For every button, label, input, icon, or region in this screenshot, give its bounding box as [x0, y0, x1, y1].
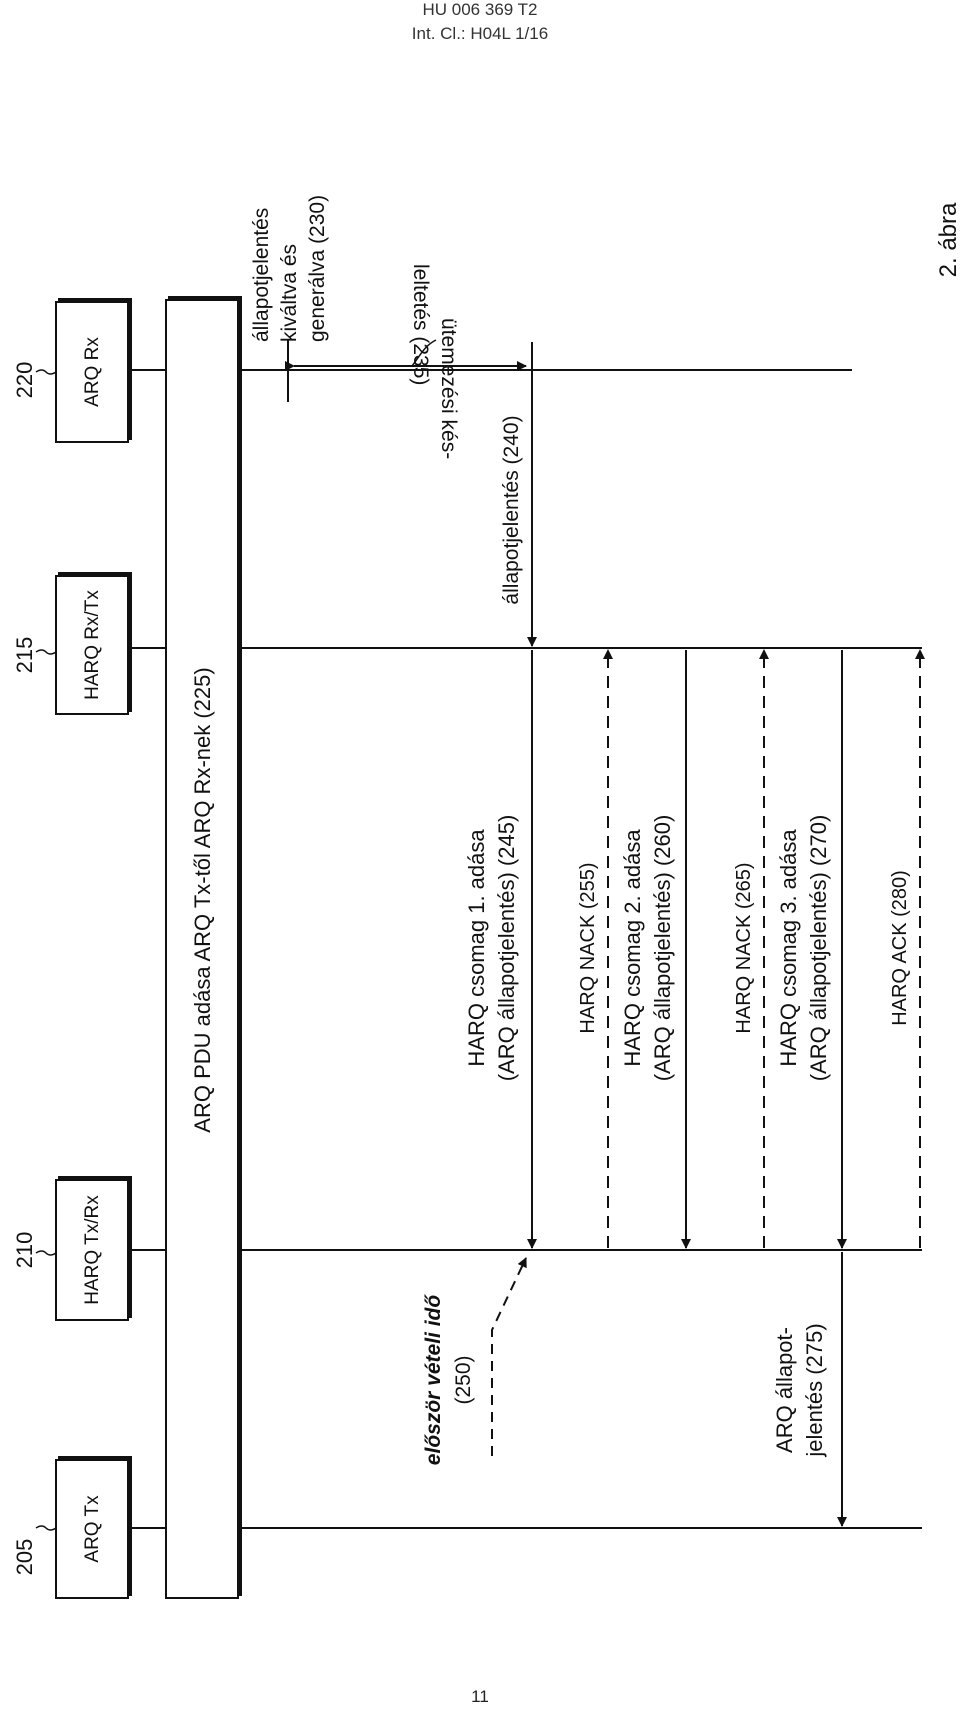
label-270-line2: (ARQ állapotjelentés) (270) — [806, 815, 831, 1082]
entity-label-harq-tx-rx: HARQ Tx/Rx — [82, 1195, 103, 1305]
pdu-bar: ARQ PDU adása ARQ Tx-től ARQ Rx-nek (225… — [165, 296, 242, 1599]
leader-210 — [35, 1250, 57, 1256]
label-270-line1: HARQ csomag 3. adása — [776, 829, 801, 1067]
first-reception-line1: először vételi idő — [422, 1294, 445, 1466]
entity-label-harq-rx-tx: HARQ Rx/Tx — [82, 590, 103, 700]
label-265: HARQ NACK (265) — [733, 862, 755, 1033]
scheduling-delay-line2: leltetés (235) — [409, 264, 432, 385]
entity-ref-210: 210 — [12, 1232, 37, 1269]
entity-ref-205: 205 — [12, 1539, 37, 1576]
label-280: HARQ ACK (280) — [889, 870, 911, 1026]
first-reception-line2: (250) — [452, 1355, 475, 1404]
page-number: 11 — [471, 1687, 489, 1706]
trigger-label-line3: generálva (230) — [306, 195, 329, 342]
pdu-bar-label: ARQ PDU adása ARQ Tx-től ARQ Rx-nek (225… — [190, 667, 215, 1132]
label-275-line1: ARQ állapot- — [772, 1327, 797, 1453]
scheduling-delay-leader — [411, 339, 437, 367]
classification: Int. Cl.: H04L 1/16 — [411, 24, 549, 43]
entity-box-arq-tx: ARQ Tx — [55, 1456, 132, 1599]
leader-220 — [35, 369, 57, 375]
leader-205 — [35, 1525, 57, 1531]
document-number: HU 006 369 T2 — [422, 0, 538, 19]
entity-box-arq-rx: ARQ Rx — [55, 298, 132, 443]
entity-label-arq-tx: ARQ Tx — [82, 1495, 103, 1563]
label-255: HARQ NACK (255) — [577, 862, 599, 1033]
trigger-label-line2: kiváltva és — [278, 244, 301, 342]
entity-box-harq-rx-tx: HARQ Rx/Tx — [55, 572, 132, 715]
label-275-line2: jelentés (275) — [802, 1323, 827, 1457]
leader-215 — [35, 649, 57, 655]
first-reception-leader — [491, 1257, 527, 1456]
entity-ref-220: 220 — [12, 362, 37, 399]
label-245-line2: (ARQ állapotjelentés) (245) — [494, 815, 519, 1082]
trigger-label-line1: állapotjelentés — [250, 208, 273, 342]
label-245-line1: HARQ csomag 1. adása — [464, 829, 489, 1067]
entity-ref-215: 215 — [12, 637, 37, 674]
label-260-line1: HARQ csomag 2. adása — [620, 829, 645, 1067]
entity-box-harq-tx-rx: HARQ Tx/Rx — [55, 1176, 132, 1321]
scheduling-delay-line1: ütemezési kés- — [437, 318, 460, 459]
label-260-line2: (ARQ állapotjelentés) (260) — [650, 815, 675, 1082]
label-240: állapotjelentés (240) — [500, 415, 523, 604]
figure-label: 2. ábra — [935, 202, 960, 277]
entity-label-arq-rx: ARQ Rx — [82, 337, 103, 407]
